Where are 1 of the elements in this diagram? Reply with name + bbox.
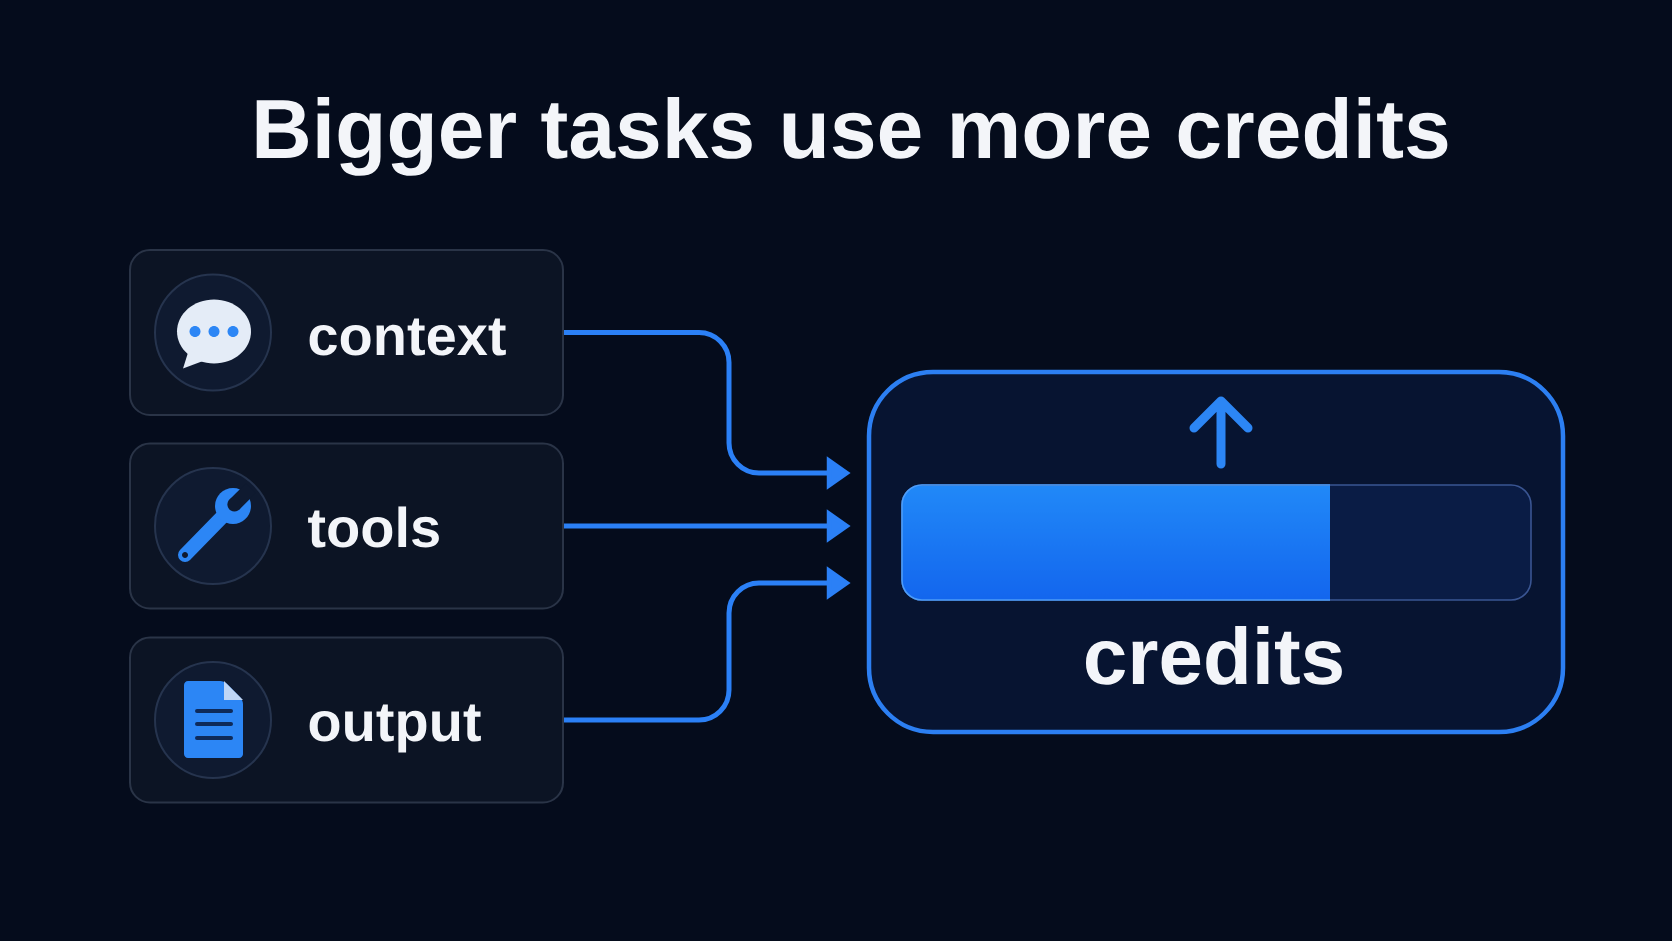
title: Bigger tasks use more credits: [256, 97, 1448, 176]
